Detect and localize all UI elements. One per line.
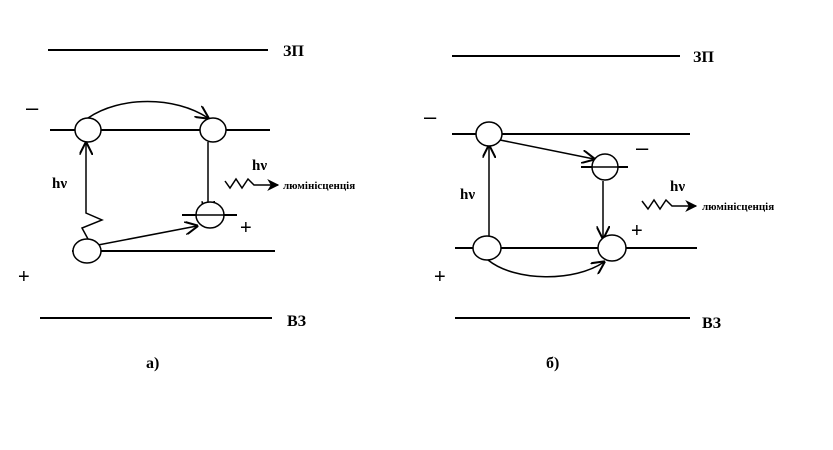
panel-a-caption: а): [146, 355, 159, 372]
plus-sign-left: +: [18, 266, 30, 288]
luminescence-label: люмінісценція: [702, 201, 774, 213]
panel-b: ЗП ВЗ hν hν люмінісценція – – + + б): [424, 49, 774, 372]
hole-circle: [72, 238, 102, 264]
minus-sign-left: –: [424, 104, 437, 129]
panel-a: ЗП ВЗ hν hν люмінісценція – + +: [18, 43, 355, 372]
excitation-arrow: [82, 143, 104, 240]
plus-sign-right: +: [240, 217, 252, 239]
minus-sign: –: [26, 95, 39, 120]
hv-excitation-label: hν: [52, 176, 67, 192]
electron-circle-donor-left: [74, 117, 102, 143]
hole-transfer-arrow: [487, 259, 604, 278]
valence-band-label: ВЗ: [702, 315, 722, 332]
plus-sign-right: +: [631, 220, 643, 242]
hv-emission-label: hν: [670, 179, 685, 195]
minus-sign-right: –: [636, 135, 649, 160]
hv-emission-label: hν: [252, 158, 267, 174]
luminescence-wavy-arrow: [641, 198, 698, 212]
panel-b-caption: б): [546, 355, 559, 372]
conduction-band-label: ЗП: [693, 49, 714, 66]
electron-transfer-arrow: [87, 100, 208, 119]
electron-circle-donor-right: [199, 117, 227, 143]
trap-capture-arrow: [499, 139, 594, 159]
valence-band-label: ВЗ: [287, 313, 307, 330]
hole-circle-right: [597, 234, 627, 262]
hole-circle-left: [472, 235, 502, 261]
plus-sign-left: +: [434, 266, 446, 288]
luminescence-label: люмінісценція: [283, 180, 355, 192]
luminescence-wavy-arrow: [224, 177, 280, 191]
electron-circle-donor: [475, 121, 503, 147]
hv-excitation-label: hν: [460, 187, 475, 203]
conduction-band-label: ЗП: [283, 43, 304, 60]
hole-transfer-arrow: [97, 226, 197, 246]
